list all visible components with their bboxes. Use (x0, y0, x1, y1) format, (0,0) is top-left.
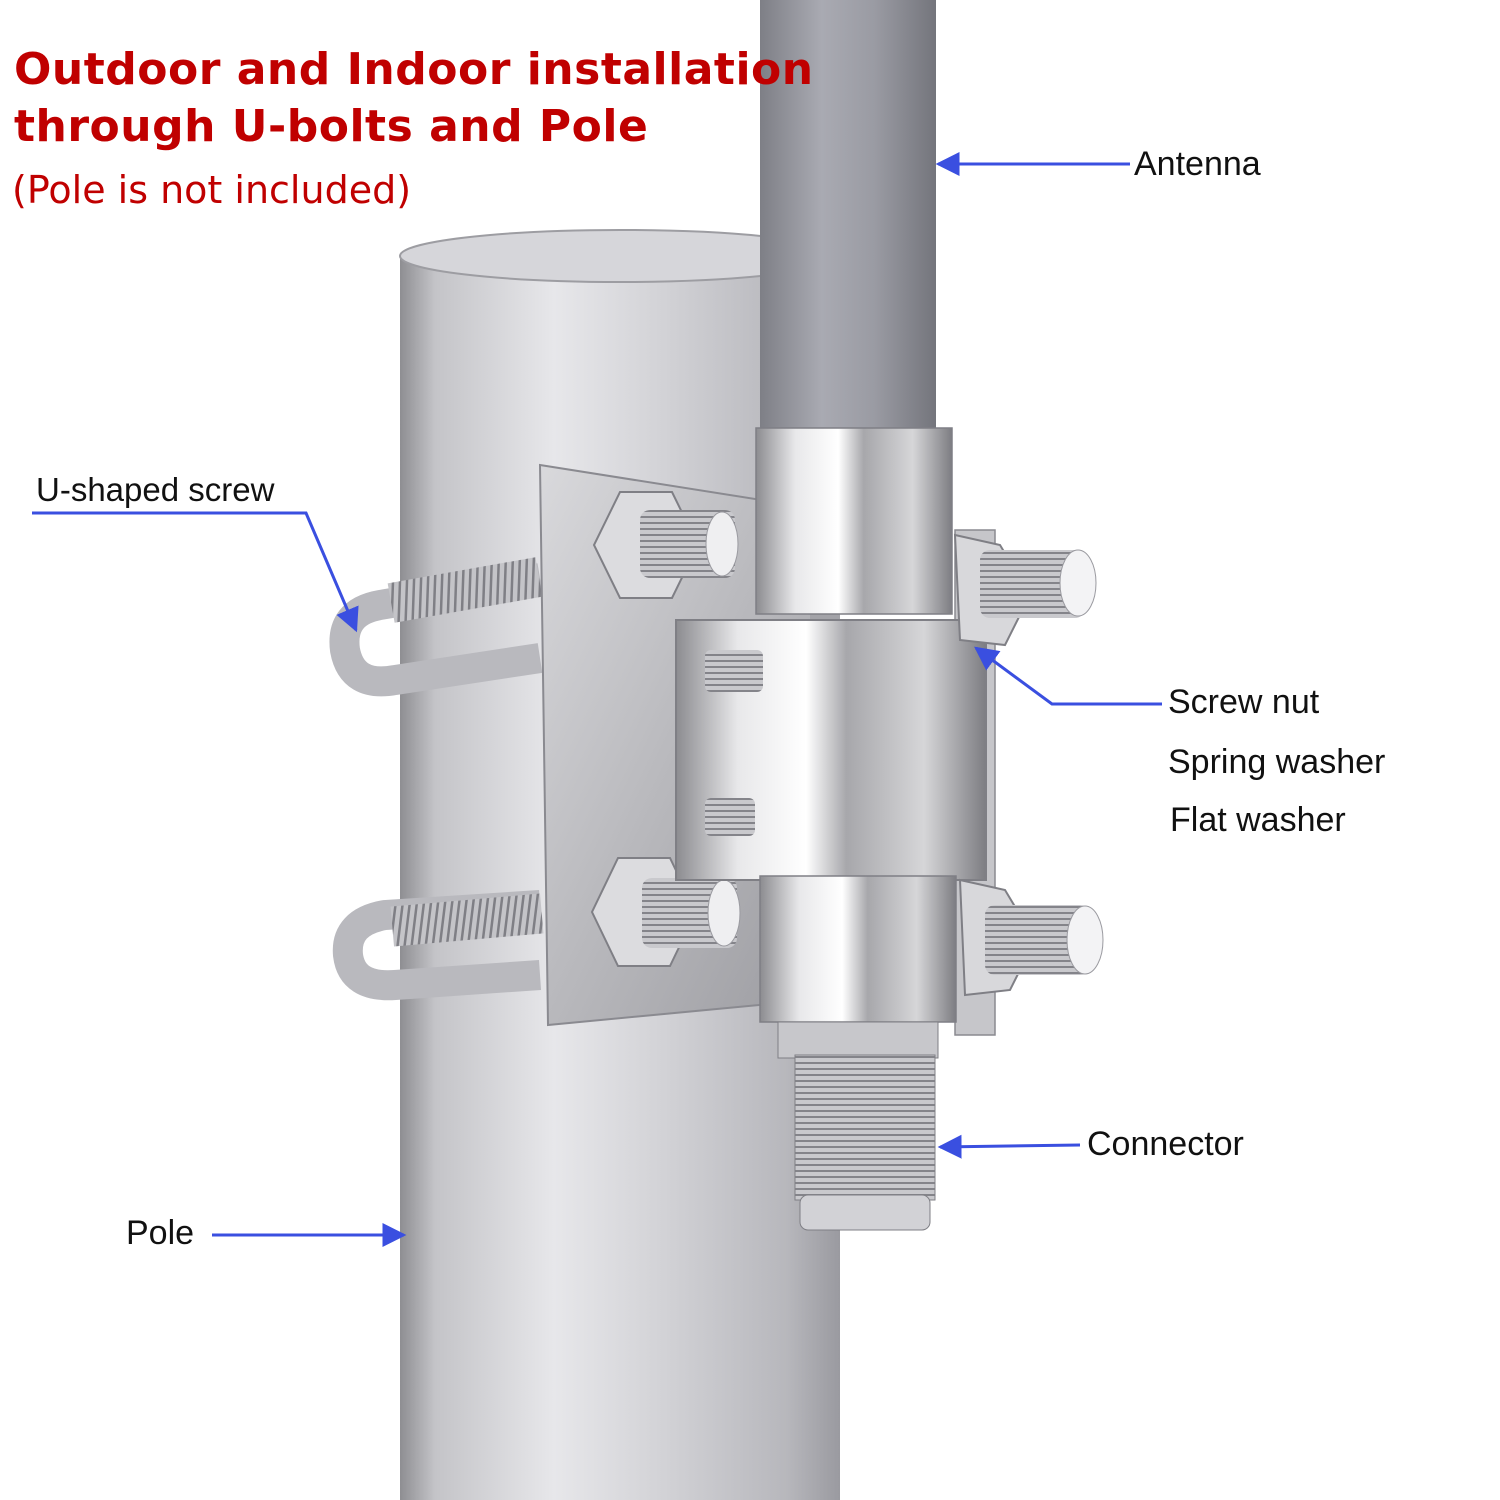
screw-nut-top-left (592, 491, 739, 599)
callout-lines (32, 152, 1162, 1247)
label-connector: Connector (1087, 1125, 1244, 1163)
label-spring-washer: Spring washer (1168, 743, 1386, 781)
u-shaped-screw-bottom (332, 890, 544, 1001)
label-flat-washer: Flat washer (1170, 801, 1346, 839)
label-antenna: Antenna (1134, 145, 1261, 183)
connector (777, 1021, 939, 1231)
label-screw-nut: Screw nut (1168, 683, 1320, 721)
headline-line-2: through U-bolts and Pole (14, 101, 649, 152)
headline-note: (Pole is not included) (12, 168, 412, 212)
label-pole: Pole (126, 1214, 195, 1252)
screw-nut-arrow (974, 646, 1162, 706)
connector-arrow (937, 1134, 1081, 1159)
clamp-sleeve (675, 427, 987, 1023)
antenna (760, 0, 936, 440)
screw-nut-bottom-right (958, 878, 1104, 997)
label-u-shaped-screw: U-shaped screw (36, 471, 275, 508)
u-shaped-screw-arrow (32, 511, 359, 633)
u-shaped-screw-top (329, 557, 543, 697)
headline-line-1: Outdoor and Indoor installation (14, 44, 814, 95)
screw-nut-top-right (953, 533, 1097, 647)
